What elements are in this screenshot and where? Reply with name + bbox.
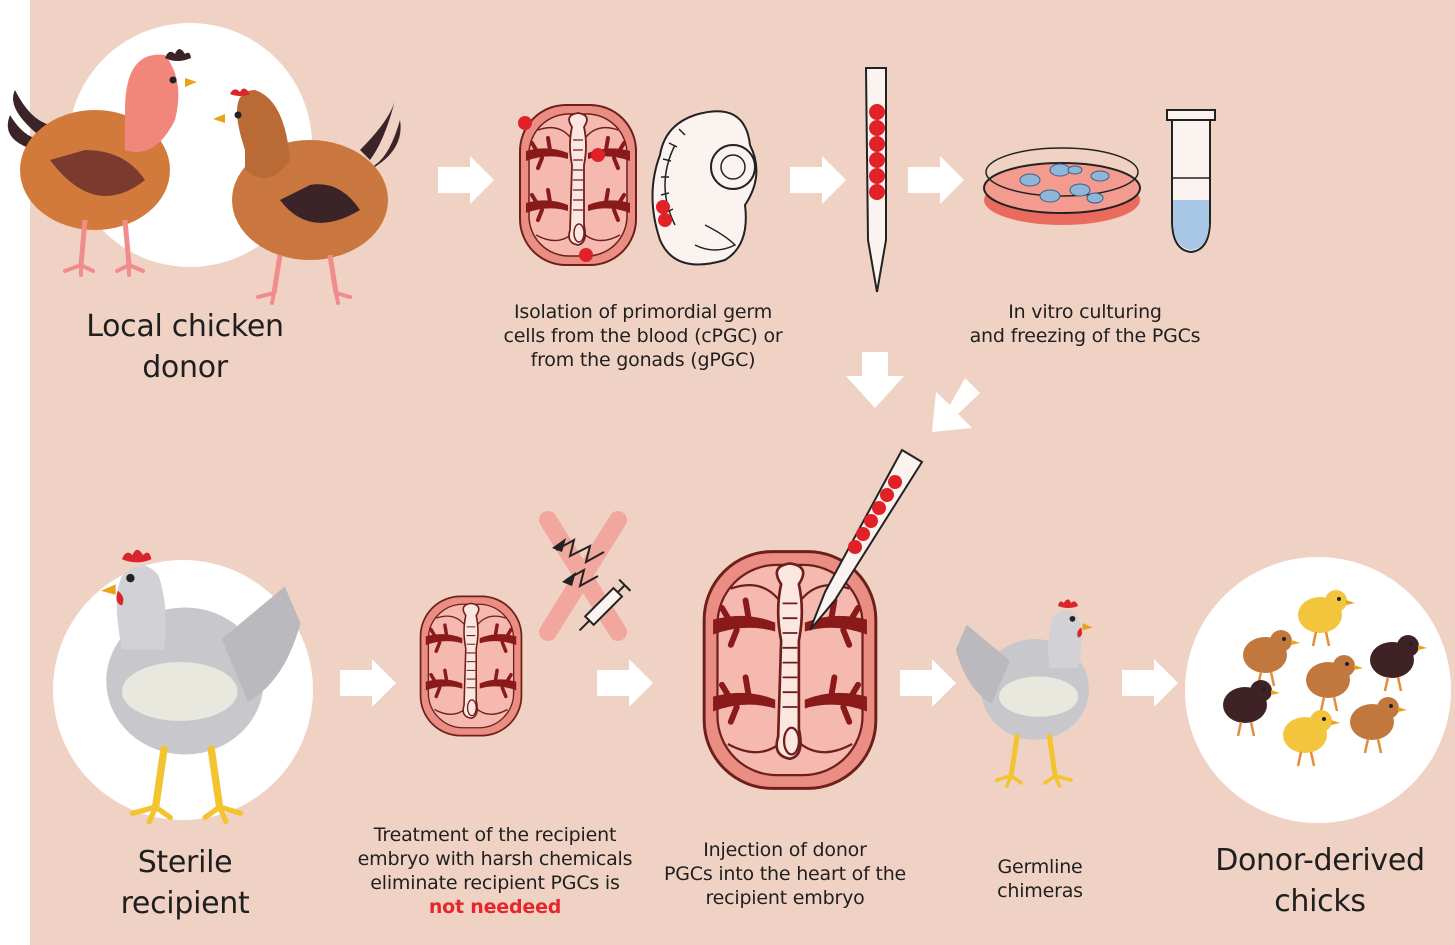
treatment-emphasis: not needeed: [345, 895, 645, 919]
petri-dish-icon: [984, 148, 1140, 225]
recipient-label-line2: recipient: [85, 883, 285, 924]
arrow-6: [900, 659, 956, 707]
injection-embryo-icon: [704, 552, 876, 789]
embryo-side-icon: [653, 111, 757, 264]
arrow-down-1: [846, 352, 904, 408]
isolation-label: Isolation of primordial germ cells from …: [478, 300, 808, 372]
embryo-icon: [518, 105, 636, 265]
crossed-out-treatment-icon: [548, 520, 630, 636]
chimera-hen-icon: [956, 599, 1093, 785]
treatment-embryo-icon: [421, 596, 522, 735]
culturing-label-line2: and freezing of the PGCs: [955, 324, 1215, 348]
arrow-down-2: [932, 378, 980, 432]
injection-label: Injection of donor PGCs into the heart o…: [650, 838, 920, 910]
culturing-label-line1: In vitro culturing: [955, 300, 1215, 324]
arrow-4: [340, 659, 396, 707]
donor-label: Local chicken donor: [70, 306, 300, 388]
chimeras-label: Germline chimeras: [970, 855, 1110, 903]
isolation-label-line1: Isolation of primordial germ: [478, 300, 808, 324]
treatment-label-line2: embryo with harsh chemicals: [345, 847, 645, 871]
isolation-label-line3: from the gonads (gPGC): [478, 348, 808, 372]
isolation-label-line2: cells from the blood (cPGC) or: [478, 324, 808, 348]
arrow-7: [1122, 659, 1178, 707]
pipette-icon: [866, 68, 886, 292]
cryo-tube-icon: [1167, 110, 1215, 252]
recipient-label-line1: Sterile: [85, 842, 285, 883]
chimeras-label-line1: Germline: [970, 855, 1110, 879]
treatment-label-line3: eliminate recipient PGCs is: [345, 871, 645, 895]
arrow-3: [908, 156, 964, 204]
recipient-label: Sterile recipient: [85, 842, 285, 924]
treatment-label-line1: Treatment of the recipient: [345, 823, 645, 847]
chicks-label: Donor-derived chicks: [1200, 840, 1440, 922]
donor-label-line1: Local chicken: [70, 306, 300, 347]
treatment-label: Treatment of the recipient embryo with h…: [345, 823, 645, 919]
chicks-label-line1: Donor-derived: [1200, 840, 1440, 881]
culturing-label: In vitro culturing and freezing of the P…: [955, 300, 1215, 348]
arrow-5: [597, 659, 653, 707]
chimeras-label-line2: chimeras: [970, 879, 1110, 903]
injection-label-line3: recipient embryo: [650, 886, 920, 910]
injection-label-line1: Injection of donor: [650, 838, 920, 862]
arrow-2: [790, 156, 846, 204]
chicks-label-line2: chicks: [1200, 881, 1440, 922]
injection-label-line2: PGCs into the heart of the: [650, 862, 920, 886]
donor-label-line2: donor: [70, 347, 300, 388]
arrow-1: [438, 156, 494, 204]
